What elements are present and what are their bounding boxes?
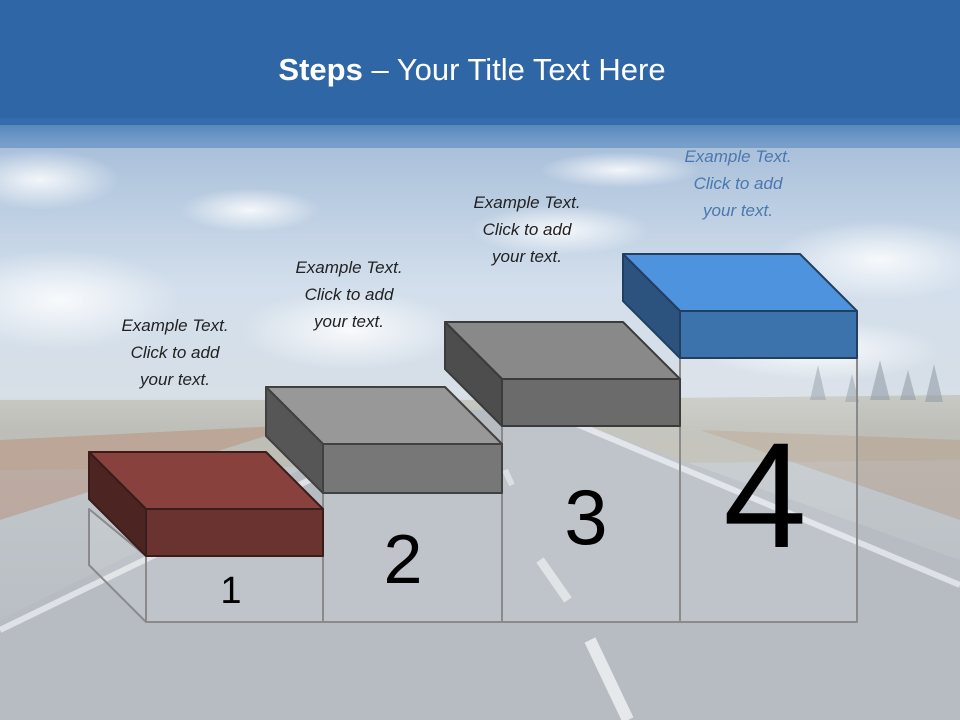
step-4-caption-line-1: Example Text. <box>684 147 792 166</box>
step-1-caption[interactable]: Example Text. Click to add your text. <box>90 312 260 393</box>
title-bold: Steps <box>278 52 363 87</box>
step-1-caption-line-3: your text. <box>140 370 210 389</box>
step-1-caption-line-1: Example Text. <box>121 316 229 335</box>
step-2-caption-line-1: Example Text. <box>295 258 403 277</box>
step-1-number: 1 <box>220 570 242 612</box>
step-1-block-front <box>145 508 324 557</box>
step-4-caption[interactable]: Example Text. Click to add your text. <box>653 143 823 224</box>
step-2-caption[interactable]: Example Text. Click to add your text. <box>264 254 434 335</box>
step-4-caption-line-2: Click to add <box>693 174 783 193</box>
header-band <box>0 0 960 125</box>
step-4-number: 4 <box>723 411 807 579</box>
road <box>0 410 960 720</box>
step-3-caption-line-2: Click to add <box>482 220 572 239</box>
steps-diagram <box>88 253 858 623</box>
title-rest: – Your Title Text Here <box>362 52 666 87</box>
step-3-block-front <box>501 378 681 427</box>
step-3-caption-line-3: your text. <box>492 247 562 266</box>
slide-title[interactable]: Steps – Your Title Text Here <box>0 52 944 88</box>
step-3-number: 3 <box>564 473 608 561</box>
step-2-block-front <box>322 443 503 494</box>
step-3-caption-line-1: Example Text. <box>473 193 581 212</box>
step-2-caption-line-3: your text. <box>314 312 384 331</box>
pedestal-side <box>88 508 147 623</box>
step-2-caption-line-2: Click to add <box>304 285 394 304</box>
step-4-caption-line-3: your text. <box>703 201 773 220</box>
step-2-number: 2 <box>383 520 423 598</box>
step-3-caption[interactable]: Example Text. Click to add your text. <box>442 189 612 270</box>
step-4-block-front <box>679 310 858 359</box>
step-1-caption-line-2: Click to add <box>130 343 220 362</box>
